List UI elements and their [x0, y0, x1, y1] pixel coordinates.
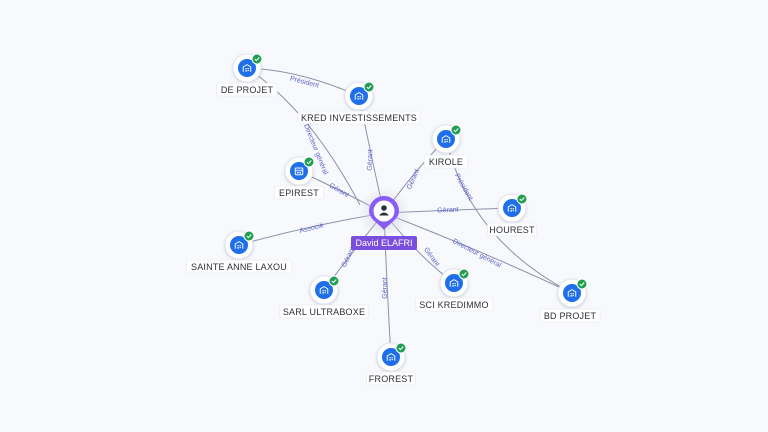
relation-label: Gérant: [406, 168, 421, 190]
nodes-layer: DE PROJET KRED INVESTISSEMENTS KIROLE EPIRE…: [186, 53, 601, 386]
relation-label: Directeur général: [451, 238, 502, 270]
company-name: DE PROJET: [221, 85, 274, 95]
company-name: SCI KREDIMMO: [419, 300, 488, 310]
checkmark-icon: [579, 282, 585, 287]
company-node-disc: [230, 236, 248, 254]
company-node-disc: [350, 87, 368, 105]
company-name: KRED INVESTISSEMENTS: [301, 113, 417, 123]
person-pin-inner: [373, 200, 395, 222]
company-node-sarl-ultraboxe[interactable]: SARL ULTRABOXE: [279, 275, 369, 319]
company-node-disc: [503, 199, 521, 217]
check-badge-icon: [458, 268, 470, 280]
relation-label: Gérant: [382, 277, 389, 298]
company-node-de-projet[interactable]: DE PROJET: [216, 53, 278, 97]
company-label-box: [297, 110, 421, 125]
checkmark-icon: [331, 279, 337, 284]
company-node-kred-investissements[interactable]: KRED INVESTISSEMENTS: [297, 81, 421, 125]
company-label-box: [423, 154, 469, 169]
checkmark-icon: [366, 85, 372, 90]
person-name: David ELAFRI: [355, 238, 412, 248]
company-node-sainte-anne-laxou[interactable]: SAINTE ANNE LAXOU: [186, 230, 292, 274]
company-node-disc: [238, 59, 256, 77]
checkmark-icon: [246, 234, 252, 239]
relation-label: Gérant: [328, 182, 350, 199]
relation-label: Gérant: [437, 206, 459, 214]
company-label-box: [487, 222, 537, 237]
person-node[interactable]: David ELAFRI: [351, 187, 417, 250]
checkmark-icon: [519, 197, 525, 202]
company-label-box: [539, 308, 601, 323]
company-label-box: [186, 259, 292, 274]
check-badge-icon: [243, 230, 255, 242]
relation-label: Gérant: [367, 149, 375, 171]
company-label-box: [216, 82, 278, 97]
company-name: BD PROJET: [544, 311, 597, 321]
relation-label: Président: [289, 76, 319, 90]
checkmark-icon: [306, 160, 312, 165]
check-badge-icon: [395, 342, 407, 354]
check-badge-icon: [303, 156, 315, 168]
company-name: EPIREST: [279, 188, 319, 198]
company-node-disc: [437, 130, 455, 148]
company-node-frorest[interactable]: FROREST: [366, 342, 416, 386]
company-name: SARL ULTRABOXE: [283, 307, 365, 317]
company-name: FROREST: [369, 374, 414, 384]
check-badge-icon: [363, 81, 375, 93]
company-node-disc: [445, 274, 463, 292]
relation-label: Associé: [299, 222, 325, 235]
company-node-kirole[interactable]: KIROLE: [423, 124, 469, 169]
company-label-box: [415, 297, 493, 312]
company-name: SAINTE ANNE LAXOU: [191, 262, 287, 272]
company-label-box: [274, 185, 324, 200]
company-node-disc: [382, 348, 400, 366]
company-label-box: [279, 304, 369, 319]
relation-label: Président: [453, 173, 474, 202]
checkmark-icon: [398, 346, 404, 351]
company-node-epirest[interactable]: EPIREST: [274, 156, 324, 200]
checkmark-icon: [453, 128, 459, 133]
company-node-disc: [290, 162, 308, 180]
check-badge-icon: [576, 278, 588, 290]
company-node-sci-kredimmo[interactable]: SCI KREDIMMO: [415, 268, 493, 312]
company-node-hourest[interactable]: HOUREST: [487, 193, 537, 237]
check-badge-icon: [328, 275, 340, 287]
company-label-box: [366, 371, 416, 386]
checkmark-icon: [461, 272, 467, 277]
company-name: KIROLE: [429, 157, 463, 167]
company-node-bd-projet[interactable]: BD PROJET: [539, 278, 601, 323]
company-node-disc: [315, 281, 333, 299]
check-badge-icon: [516, 193, 528, 205]
company-node-disc: [563, 284, 581, 302]
relation-edge: Directeur général: [383, 212, 573, 294]
check-badge-icon: [251, 53, 263, 65]
check-badge-icon: [450, 124, 462, 136]
checkmark-icon: [254, 57, 260, 62]
person-name-box: [351, 236, 417, 250]
person-icon: [379, 205, 389, 216]
company-name: HOUREST: [489, 225, 535, 235]
